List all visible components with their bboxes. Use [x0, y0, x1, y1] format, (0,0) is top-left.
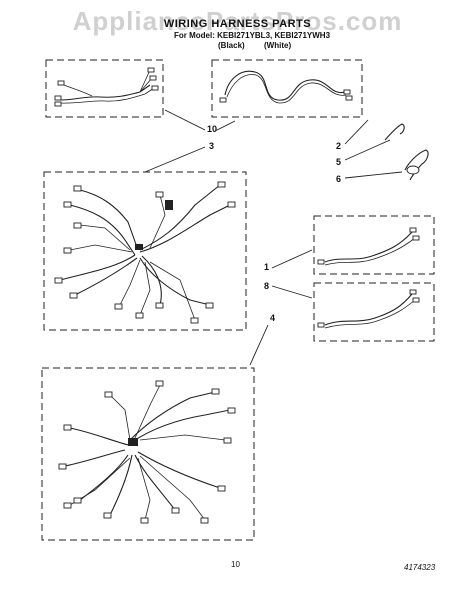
callout-6: 6 [336, 174, 342, 184]
model-line: For Model: KEBI271YBL3, KEBI271YWH3 [174, 31, 331, 40]
callout-3: 3 [209, 141, 215, 151]
callout-10: 10 [207, 124, 218, 134]
callout-1: 1 [264, 262, 270, 272]
harness-box-10 [45, 59, 164, 118]
callout-pointers [144, 109, 403, 366]
harness-box-2 [211, 59, 363, 118]
document-number: 4174323 [404, 563, 436, 572]
harness-box-1 [313, 215, 435, 275]
page-title: WIRING HARNESS PARTS [163, 18, 312, 30]
page-number: 10 [231, 560, 240, 569]
harness-box-4 [41, 367, 255, 541]
color-white-label: (White) [264, 41, 292, 50]
color-black-label: (Black) [218, 41, 245, 50]
callout-2: 2 [336, 141, 342, 151]
callout-8: 8 [264, 281, 270, 291]
watermark: AppliancePartsPros.com [72, 6, 403, 36]
harness-box-3 [43, 171, 247, 331]
callout-4: 4 [270, 313, 276, 323]
callout-5: 5 [336, 157, 342, 167]
loose-parts [384, 123, 429, 181]
harness-box-8 [313, 282, 435, 342]
